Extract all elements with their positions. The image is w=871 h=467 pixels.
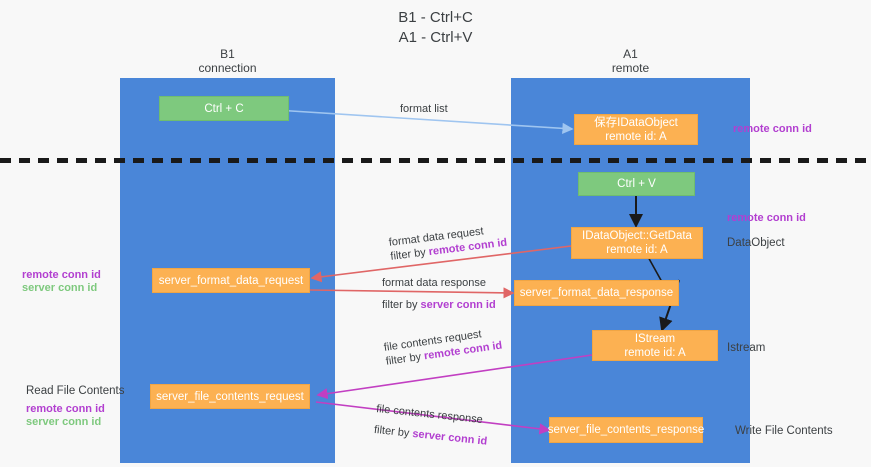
annotation-left-remote-conn-id-mid: remote conn id [22, 269, 101, 281]
node-ctrl-v[interactable]: Ctrl + V [578, 172, 695, 196]
annotation-write-file-contents: Write File Contents [735, 425, 833, 437]
edge-label-file-contents-response-group: file contents response filter by server … [373, 402, 490, 449]
annotation-dataobject: DataObject [727, 237, 785, 249]
annotation-remote-conn-id-mid: remote conn id [727, 212, 806, 224]
column-header-a1: A1 remote [611, 47, 650, 75]
node-istream[interactable]: IStream remote id: A [592, 330, 718, 361]
edge-label-format-data-request-group: format data request filter by remote con… [388, 222, 508, 264]
annotation-istream: Istream [727, 342, 766, 354]
edge-label-format-data-response-filter: filter by server conn id [382, 298, 496, 312]
annotation-left-server-conn-id-bottom: server conn id [26, 416, 102, 428]
node-server-format-data-request[interactable]: server_format_data_request [152, 268, 310, 293]
edge-label-file-contents-request-group: file contents request filter by remote c… [383, 325, 503, 369]
node-server-file-contents-response[interactable]: server_file_contents_response [548, 417, 704, 443]
node-server-format-data-response[interactable]: server_format_data_response [514, 280, 679, 306]
annotation-left-server-conn-id-mid: server conn id [22, 282, 98, 294]
edge-label-format-data-response-group: format data response filter by server co… [382, 276, 496, 312]
filter-key-server-conn-id: server conn id [420, 299, 496, 311]
phase-divider [0, 158, 871, 163]
node-server-file-contents-request[interactable]: server_file_contents_request [150, 384, 310, 409]
filter-key-server-conn-id: server conn id [411, 427, 488, 448]
column-header-b1: B1 connection [198, 47, 257, 75]
filter-prefix: filter by [382, 299, 421, 311]
filter-prefix: filter by [389, 246, 430, 263]
annotation-read-file-contents: Read File Contents [26, 385, 125, 397]
node-ctrl-c[interactable]: Ctrl + C [159, 96, 289, 121]
edge-label-file-contents-response-filter: filter by server conn id [373, 423, 488, 449]
node-idataobject-getdata[interactable]: IDataObject::GetData remote id: A [571, 227, 703, 259]
edge-label-format-list: format list [400, 103, 448, 115]
diagram-title: B1 - Ctrl+C A1 - Ctrl+V [398, 9, 473, 46]
filter-prefix: filter by [373, 423, 414, 440]
filter-prefix: filter by [385, 350, 425, 368]
annotation-remote-conn-id-top: remote conn id [733, 123, 812, 135]
node-save-idataobject[interactable]: 保存IDataObject remote id: A [574, 114, 698, 145]
edge-label-format-data-response: format data response [382, 277, 486, 289]
annotation-left-remote-conn-id-bottom: remote conn id [26, 403, 105, 415]
